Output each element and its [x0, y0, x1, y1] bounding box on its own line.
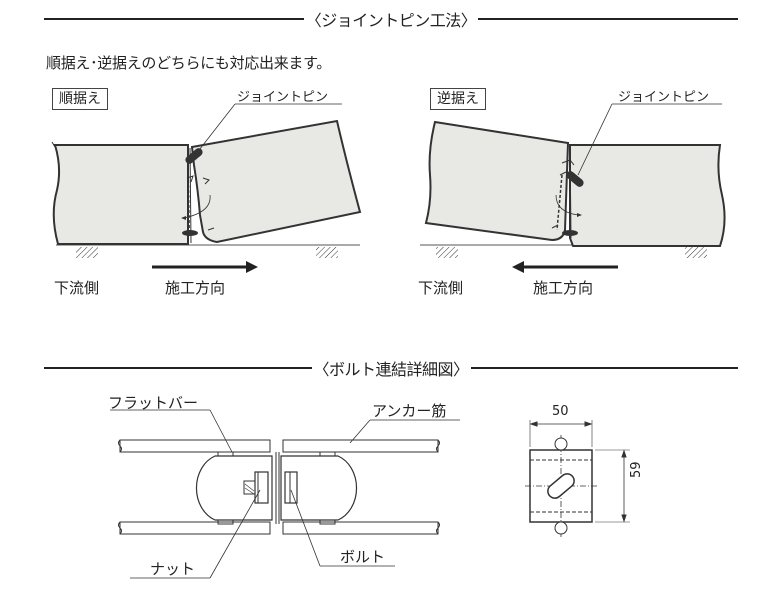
reverse-placement-diagram — [420, 103, 726, 273]
joint-pin-section-title: 〈ジョイントピン工法〉 — [305, 11, 477, 30]
forward-placement-tag: 順据え — [52, 88, 108, 110]
downstream-label-reverse: 下流側 — [418, 279, 464, 297]
flat-bar-label: フラットバー — [108, 394, 199, 412]
bolt-label: ボルト — [340, 548, 386, 566]
plate-height-dimension: 59 — [629, 461, 644, 478]
joint-pin-section-header: 〈ジョイントピン工法〉 — [44, 9, 739, 30]
joint-pin-description: 順据え･逆据えのどちらにも対応出来ます。 — [46, 54, 332, 72]
title-rule-right — [478, 18, 739, 20]
plate-dimension-diagram — [525, 420, 630, 537]
title-rule-right — [470, 367, 739, 369]
plate-width-dimension: 50 — [552, 404, 569, 419]
forward-placement-diagram — [51, 103, 362, 273]
anchor-bar-label: アンカー筋 — [372, 402, 447, 420]
bolt-connection-diagram — [110, 409, 460, 579]
title-rule-left — [44, 367, 312, 369]
reverse-placement-tag: 逆据え — [430, 88, 486, 110]
construction-direction-label-reverse: 施工方向 — [533, 279, 594, 297]
joint-pin-label-forward: ジョイントピン — [237, 90, 329, 105]
title-rule-left — [44, 18, 304, 20]
downstream-label-forward: 下流側 — [54, 279, 100, 297]
construction-direction-label-forward: 施工方向 — [165, 279, 226, 297]
bolt-detail-section-header: 〈ボルト連結詳細図〉 — [44, 358, 739, 379]
nut-label: ナット — [150, 560, 196, 578]
bolt-detail-section-title: 〈ボルト連結詳細図〉 — [313, 360, 470, 379]
joint-pin-label-reverse: ジョイントピン — [618, 90, 710, 105]
